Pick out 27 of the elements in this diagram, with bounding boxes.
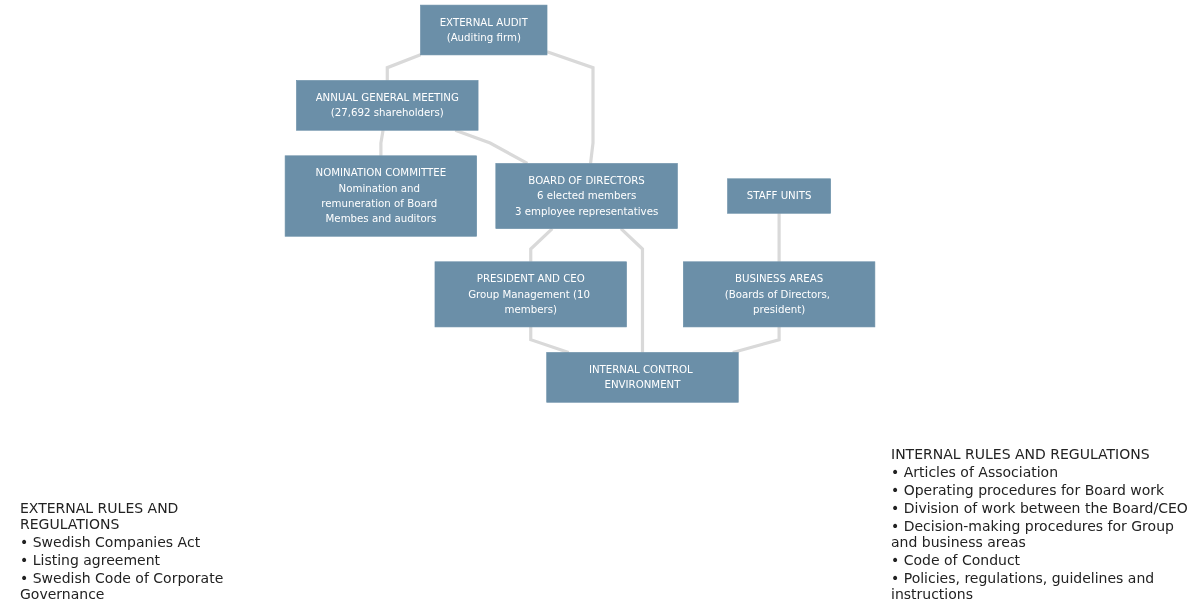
list-item: • Operating procedures for Board work bbox=[891, 482, 1166, 498]
node-box: ANNUAL GENERAL MEETING (27,692 shareholders) bbox=[296, 80, 479, 131]
connector bbox=[529, 227, 554, 262]
connector bbox=[379, 130, 385, 156]
node-box: EXTERNAL AUDIT (Auditing firm) bbox=[420, 4, 548, 56]
list-item: • Listing agreement bbox=[20, 552, 162, 568]
list-item: • Decision-making procedures for Group and business areas bbox=[891, 518, 1175, 550]
list-item: • Swedish Code of Corporate Governance bbox=[20, 570, 225, 602]
list-item: • Policies, regulations, guidelines and instructions bbox=[891, 570, 1156, 602]
connector bbox=[619, 227, 645, 353]
node-box: NOMINATION COMMITTEE Nomination and remuneration of Board Membes and auditors bbox=[284, 155, 477, 237]
node-box: INTERNAL CONTROL ENVIRONMENT bbox=[546, 352, 739, 403]
connector bbox=[777, 213, 781, 262]
list-item: • Swedish Companies Act bbox=[20, 534, 202, 550]
node-box: STAFF UNITS bbox=[727, 178, 831, 214]
node-box: BOARD OF DIRECTORS 6 elected members 3 employee representatives bbox=[495, 163, 678, 229]
section-heading: EXTERNAL RULES AND REGULATIONS bbox=[20, 500, 180, 532]
list-item: • Code of Conduct bbox=[891, 552, 1022, 568]
connector bbox=[732, 326, 781, 354]
node-box: PRESIDENT AND CEO Group Management (10 members) bbox=[434, 261, 627, 328]
connector bbox=[529, 326, 570, 354]
connector bbox=[546, 50, 595, 164]
list-item: • Articles of Association bbox=[891, 464, 1060, 480]
section-heading: INTERNAL RULES AND REGULATIONS bbox=[891, 446, 1151, 462]
node-box: BUSINESS AREAS (Boards of Directors, president) bbox=[683, 261, 876, 328]
connector bbox=[385, 53, 422, 81]
list-item: • Division of work between the Board/CEO bbox=[891, 500, 1189, 516]
